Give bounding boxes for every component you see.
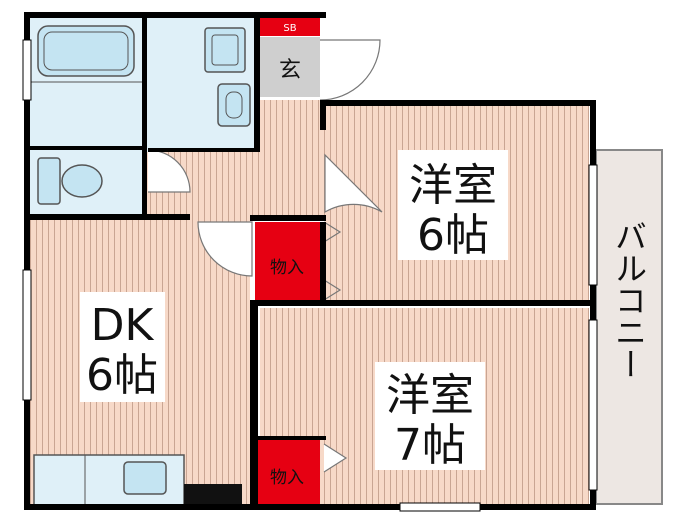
room6-name: 洋室	[409, 160, 497, 211]
wash-basin-bowl	[225, 91, 243, 119]
entrance-area	[260, 37, 320, 97]
window-bath	[22, 39, 32, 101]
entrance-label: 玄	[279, 58, 301, 83]
label-bg-room6	[398, 150, 508, 260]
window-dk	[22, 269, 32, 401]
dk-door	[197, 221, 253, 277]
toilet-tank	[37, 157, 61, 205]
closet-upper-label: 物入	[270, 258, 304, 278]
closet-upper	[255, 222, 320, 302]
window-room7-south	[399, 502, 481, 512]
shoe-box	[260, 18, 320, 36]
entrance-door	[319, 39, 381, 101]
room7-size: 7帖	[394, 420, 466, 471]
refrigerator-space	[184, 484, 242, 505]
washing-machine-pan-inner	[211, 34, 239, 66]
walls	[24, 12, 596, 510]
washing-machine-pan	[204, 27, 246, 73]
shoe-box-label: SB	[283, 23, 296, 34]
kitchen-sink	[123, 461, 167, 495]
room6-size: 6帖	[417, 210, 489, 261]
closet-lower-label: 物入	[270, 468, 304, 488]
wash-basin	[217, 83, 251, 127]
room7-name: 洋室	[386, 370, 474, 421]
room6-door	[324, 153, 383, 214]
window-balcony-upper	[588, 164, 598, 286]
balcony-label: バルコニー	[610, 220, 648, 380]
window-balcony-lower	[588, 319, 598, 491]
dk-name: DK	[91, 300, 155, 351]
closet-lower	[255, 438, 320, 504]
label-bg-dk	[80, 292, 165, 402]
closet-upper-door	[323, 221, 342, 301]
bathtub	[37, 25, 135, 77]
balcony	[595, 149, 663, 505]
dk-size: 6帖	[86, 350, 158, 401]
label-bg-room7	[375, 362, 485, 470]
bathtub-inner	[43, 31, 129, 71]
toilet-bowl	[61, 164, 103, 198]
closet-lower-door	[323, 443, 348, 473]
